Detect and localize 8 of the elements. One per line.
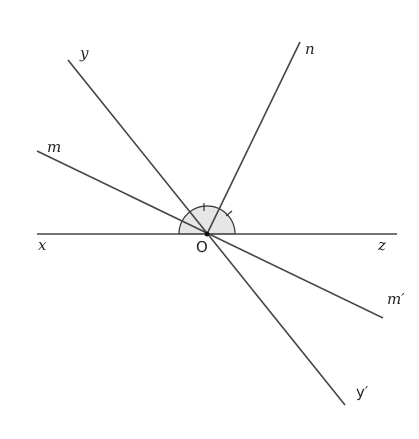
point-label: n [305,42,315,57]
point-label: m [47,140,62,155]
point-label: x [38,238,46,253]
point-label: z [378,238,386,253]
point-label: y [80,46,88,61]
point-label: m′ [387,292,405,307]
point-label: O [196,240,208,255]
point-label: y′ [356,385,368,400]
